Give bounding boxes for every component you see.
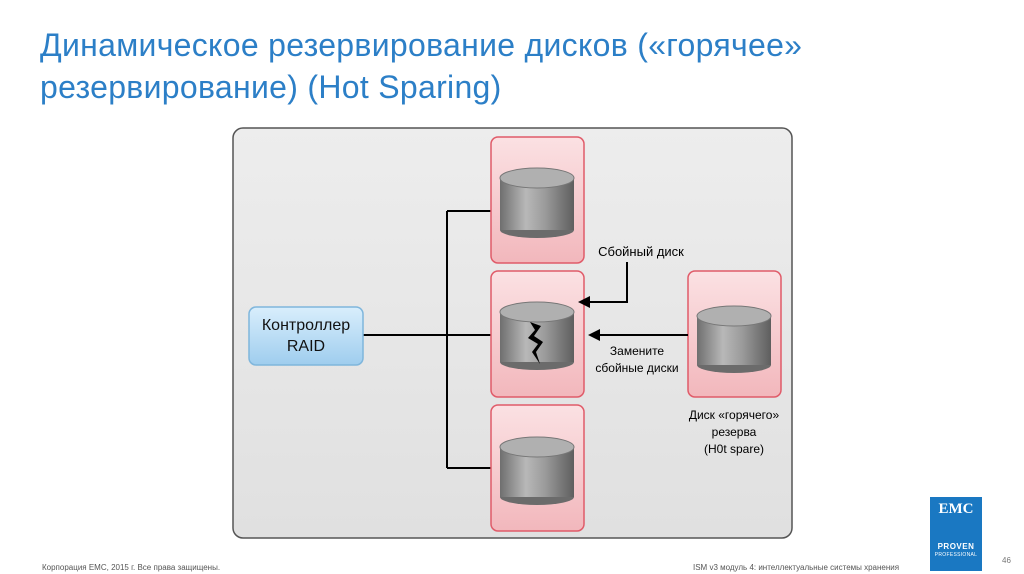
logo-badge-line-2: PROFESSIONAL: [934, 552, 978, 558]
disk-tile-failed: [490, 270, 585, 398]
hot-spare-label: Диск «горячего» резерва (H0t spare): [672, 407, 796, 458]
disk-tile-1: [490, 136, 585, 264]
logo-brand: EMC: [938, 501, 974, 517]
replace-arrow-head: [588, 329, 600, 341]
spare-line-2: резерва: [711, 425, 757, 439]
failed-arrow-head: [578, 296, 590, 308]
spare-line-3: (H0t spare): [703, 442, 765, 456]
connector-lines: [363, 210, 491, 469]
disk-cylinder-icon: [499, 436, 575, 505]
replace-line-2: сбойные диски: [595, 361, 679, 375]
title-line-2: резервирование) (Hot Sparing): [40, 69, 502, 105]
hot-spare-tile: [687, 270, 782, 398]
disk-cylinder-icon: [499, 167, 575, 238]
controller-line-1: Контроллер: [261, 317, 351, 334]
cracked-disk-icon: [499, 301, 575, 370]
title-line-1: Динамическое резервирование дисков («гор…: [40, 27, 803, 63]
slide-title: Динамическое резервирование дисков («гор…: [40, 24, 940, 108]
footer-course: ISM v3 модуль 4: интеллектуальные систем…: [693, 563, 900, 572]
raid-controller-box: [248, 306, 364, 366]
logo-badge-line-1: PROVEN: [937, 542, 975, 551]
controller-line-2: RAID: [286, 338, 326, 355]
raid-controller-label: Контроллер RAID: [249, 307, 363, 365]
disk-cylinder-icon: [696, 305, 772, 373]
replace-disks-label: Замените сбойные диски: [585, 343, 689, 377]
spare-line-1: Диск «горячего»: [688, 408, 780, 422]
emc-proven-logo: EMC PROVEN PROFESSIONAL: [930, 497, 982, 571]
failed-disk-text: Сбойный диск: [598, 244, 684, 259]
replace-line-1: Замените: [609, 344, 665, 358]
footer-copyright: Корпорация EMC, 2015 г. Все права защище…: [42, 563, 221, 572]
failed-disk-arrow-icon: [588, 262, 628, 303]
disk-tile-3: [490, 404, 585, 532]
failed-disk-label: Сбойный диск: [586, 243, 696, 260]
page-number: 46: [1002, 556, 1011, 565]
